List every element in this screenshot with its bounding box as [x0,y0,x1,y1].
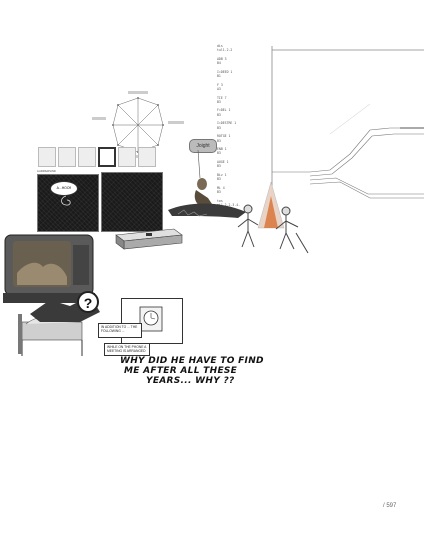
handwritten-line-1: WHY DID HE HAVE TO FIND [120,356,264,366]
speech-bubble-top: Joight [189,139,217,153]
code-line: ROTGE 1 [217,134,231,139]
code-line: B3 [217,99,221,104]
skeletons-illustration [237,204,309,254]
code-line: AUGE 1 [217,160,229,165]
shape-diamond-icon [78,147,96,167]
code-line: A3 [217,86,221,91]
shape-hexagon-icon [98,147,116,167]
caption-box-2: WHILE ON THE PHONE A MEETING IS ARRANGED [104,343,150,356]
code-line: tul1.2.2 [217,48,233,53]
shape-trapezoid-icon [138,147,156,167]
code-line: B3 [217,112,221,117]
shape-outline-icon [118,147,136,167]
stone-slab-illustration [115,228,183,250]
code-line: B3 [217,177,221,182]
panel-caption: A ADDSAPLIND [37,170,56,173]
code-line: TIE 7 [217,95,227,100]
monitor-illustration [3,234,95,303]
caption-box-1: IN ADDITION TO ... THE FOLLOWING ... [98,323,142,338]
speech-bubble-ahoo: A...HOO!! [50,181,78,196]
light-cone-illustration [257,181,285,229]
handwritten-line-2: ME AFTER ALL THESE [124,366,238,376]
code-line: ADB 3 [217,56,227,61]
code-line: mi1.2.2.3.4. [217,202,241,207]
swirl-icon [61,195,71,206]
code-line: ENB 1 [217,147,227,152]
code-line: dis [217,44,223,48]
page-number: / 597 [383,503,397,509]
code-line: B3 [217,151,221,156]
code-line: B3 [217,164,221,169]
line-diagram [271,46,424,202]
code-line: ML 4 [217,185,225,190]
code-line: B1 [217,74,221,79]
handwritten-line-3: YEARS... WHY ?? [146,376,235,386]
code-line: B3 [217,190,221,195]
handwritten-caption: WHY DID HE HAVE TO FIND ME AFTER ALL THE… [106,356,266,386]
code-line: B3 [217,125,221,130]
shape-strip [38,147,158,167]
code-line: B3 [217,138,221,143]
question-mark-icon: ? [77,291,99,313]
code-line: I=DEED 1 [217,69,233,74]
code-line: F 3 [217,82,223,87]
code-line: F=DEL 1 [217,108,231,113]
clock-icon [139,306,163,332]
code-line: tos [217,198,223,203]
shape-square-icon [38,147,56,167]
code-line: Biz 1 [217,172,227,177]
code-line: I=DESTRE 1 [217,121,237,126]
shape-rect-icon [58,147,76,167]
code-line: B4 [217,61,221,66]
dark-panel-right [101,172,163,232]
seated-figure-illustration [168,150,246,218]
